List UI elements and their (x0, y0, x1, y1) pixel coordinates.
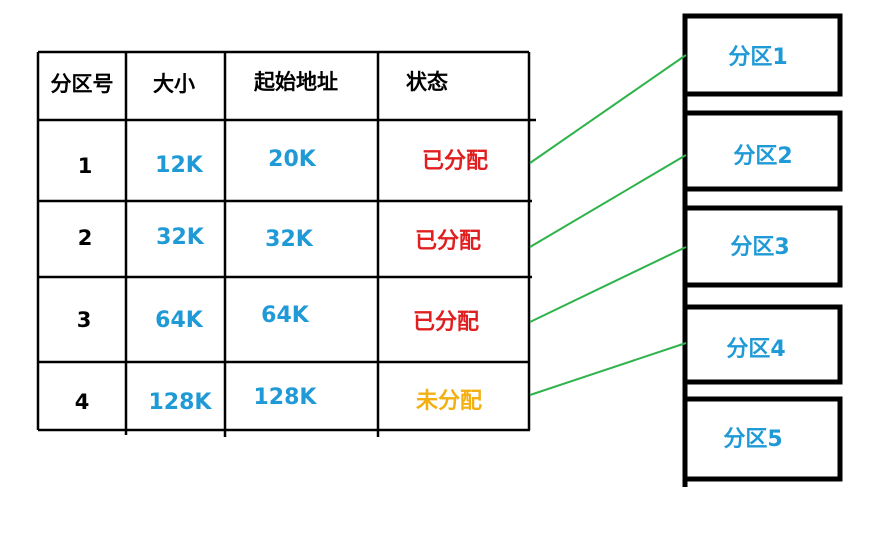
row-size: 32K (156, 225, 205, 250)
row-partition-no: 1 (78, 154, 93, 178)
table-row: 3 64K 64K 已分配 (77, 303, 479, 335)
connector-line (529, 154, 687, 248)
partition-label-5: 分区5 (723, 427, 782, 452)
table-row: 4 128K 128K 未分配 (75, 385, 482, 415)
row-start-address: 64K (261, 303, 310, 328)
header-status: 状态 (406, 70, 448, 94)
header-partition-no: 分区号 (51, 72, 114, 96)
row-size: 128K (149, 390, 213, 415)
row-start-address: 32K (265, 227, 314, 252)
row-size: 12K (155, 153, 204, 178)
connector-line (529, 54, 687, 164)
connector-line (529, 342, 687, 396)
partition-label-4: 分区4 (726, 337, 785, 362)
connector-lines (529, 54, 687, 396)
row-status: 已分配 (413, 310, 479, 335)
row-partition-no: 2 (78, 226, 93, 250)
header-size: 大小 (153, 72, 195, 96)
row-status: 未分配 (416, 389, 482, 414)
connector-line (529, 246, 687, 323)
memory-partition-column (682, 13, 843, 487)
partition-label-2: 分区2 (733, 144, 792, 169)
table-row: 2 32K 32K 已分配 (78, 225, 481, 254)
row-start-address: 20K (268, 147, 317, 172)
row-status: 已分配 (415, 229, 481, 254)
row-status: 已分配 (422, 149, 488, 174)
partition-table-grid (36, 50, 536, 437)
row-partition-no: 3 (77, 308, 92, 332)
row-size: 64K (155, 308, 204, 333)
table-row: 1 12K 20K 已分配 (78, 147, 488, 178)
row-partition-no: 4 (75, 390, 90, 414)
header-start-address: 起始地址 (253, 70, 338, 94)
row-start-address: 128K (254, 385, 318, 410)
partition-label-1: 分区1 (728, 45, 787, 70)
partition-label-3: 分区3 (730, 235, 789, 260)
